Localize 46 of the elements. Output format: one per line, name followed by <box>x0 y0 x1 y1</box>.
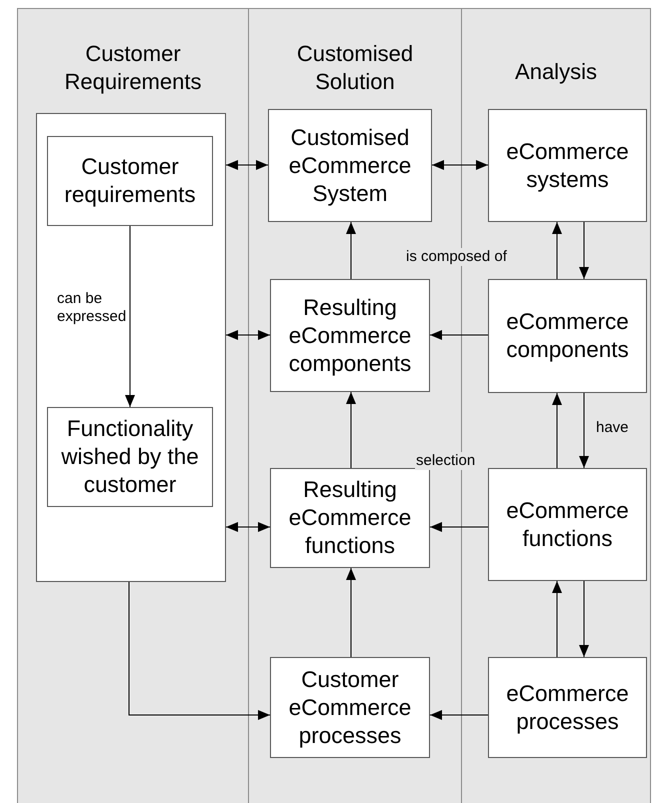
process-box <box>488 109 647 222</box>
arrow <box>579 580 589 658</box>
box-label: Resulting eCommerce functions <box>288 476 412 560</box>
swimlane <box>17 8 249 803</box>
arrow <box>226 522 270 532</box>
arrow <box>346 392 356 468</box>
arrow <box>579 392 589 468</box>
process-box <box>268 109 432 222</box>
edge-label: is composed of <box>405 248 508 266</box>
arrow <box>226 160 268 170</box>
arrow <box>125 226 135 408</box>
process-box <box>270 279 430 392</box>
box-label: Customer eCommerce processes <box>288 666 412 750</box>
arrow <box>226 330 270 340</box>
box-label: Resulting eCommerce components <box>288 294 412 378</box>
process-box <box>47 407 213 507</box>
edge-label: can be expressed <box>56 290 124 326</box>
box-label: Functionality wished by the customer <box>60 415 200 499</box>
arrow <box>430 330 488 340</box>
process-box <box>488 279 647 393</box>
process-box <box>488 468 647 581</box>
process-box <box>47 136 213 226</box>
arrow <box>128 582 270 720</box>
lane-heading: Customised Solution <box>296 40 414 96</box>
box-label: Customised eCommerce System <box>288 124 412 208</box>
arrow <box>346 568 356 658</box>
lane-heading: Analysis <box>514 58 598 86</box>
process-box <box>270 468 430 568</box>
arrow <box>552 392 562 468</box>
arrow <box>430 710 488 720</box>
arrow <box>579 222 589 280</box>
process-box <box>270 657 430 758</box>
box-label: eCommerce functions <box>505 496 630 552</box>
edge-label: selection <box>415 452 476 470</box>
box-label: Customer requirements <box>63 153 197 209</box>
box-label: eCommerce components <box>505 308 630 364</box>
arrow <box>432 160 488 170</box>
arrow <box>430 522 488 532</box>
box-label: eCommerce processes <box>505 680 630 736</box>
arrow <box>346 222 356 280</box>
process-box <box>488 657 647 758</box>
arrow <box>552 580 562 658</box>
container-box <box>36 113 226 582</box>
arrow <box>552 222 562 280</box>
lane-heading: Customer Requirements <box>64 40 202 96</box>
box-label: eCommerce systems <box>505 138 630 194</box>
